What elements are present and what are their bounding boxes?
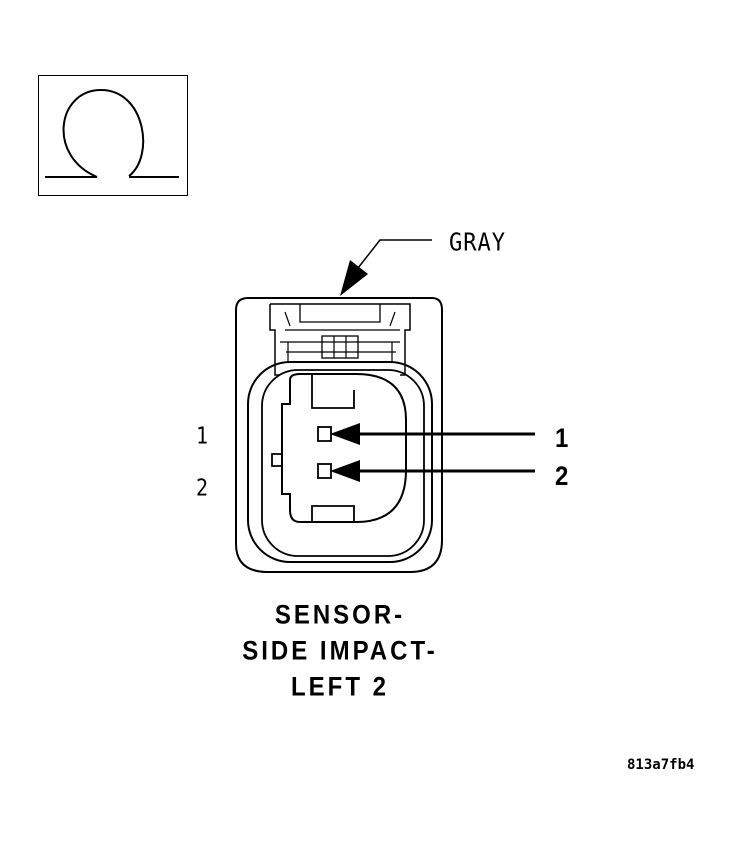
pin-number-right-2: 2 — [555, 461, 569, 492]
pin-number-right-1: 1 — [555, 423, 569, 454]
figure-id: 813a7fb4 — [627, 757, 695, 773]
connector-housing — [235, 297, 443, 573]
wire-color-label: GRAY — [449, 228, 506, 258]
title-line-1: SENSOR- — [274, 600, 406, 631]
ohm-icon — [45, 88, 179, 178]
pin-1-callout-arrow — [330, 423, 535, 445]
title-line-2: SIDE IMPACT- — [242, 636, 438, 667]
terminal-1 — [317, 426, 332, 442]
pin-number-left-2: 2 — [196, 473, 209, 502]
gray-leader — [340, 239, 432, 296]
connector-title: SENSOR- SIDE IMPACT- LEFT 2 — [190, 598, 490, 706]
pin-2-callout-arrow — [330, 460, 535, 482]
terminal-2 — [317, 463, 332, 479]
ohm-symbol-box — [38, 75, 188, 196]
title-line-3: LEFT 2 — [290, 672, 389, 703]
pin-number-left-1: 1 — [196, 421, 209, 450]
